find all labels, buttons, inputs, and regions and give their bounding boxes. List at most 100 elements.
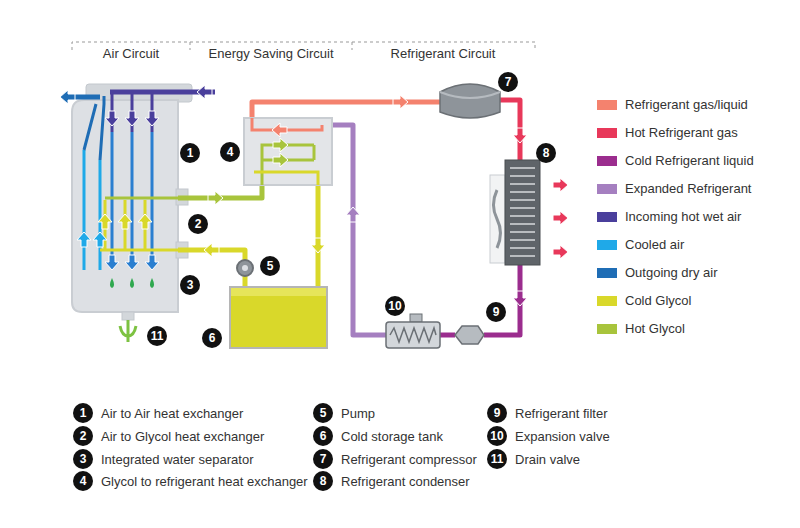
key-entry: 1 Air to Air heat exchanger <box>73 403 243 423</box>
legend-text: Incoming hot wet air <box>625 209 741 224</box>
flow-arrow <box>98 214 112 229</box>
callout-number: 8 <box>536 143 556 163</box>
callout-number: 10 <box>487 426 507 446</box>
legend-swatch <box>597 156 617 166</box>
key-entry: 2 Air to Glycol heat exchanger <box>73 426 264 446</box>
flow-arrow <box>393 95 408 109</box>
condenser-fin <box>510 175 535 177</box>
legend-entry: Incoming hot wet air <box>597 209 741 224</box>
part-name: Pump <box>341 406 375 421</box>
condenser-fin <box>510 199 535 201</box>
part-name: Refrigerant compressor <box>341 452 477 467</box>
pump <box>237 260 253 276</box>
air-lines <box>64 92 215 270</box>
flow-arrow <box>553 245 568 259</box>
water-drops <box>110 278 154 288</box>
callout-number: 4 <box>73 471 93 491</box>
key-entry: 8Refrigerant condenser <box>313 471 470 491</box>
flow-arrow <box>77 232 91 247</box>
legend-text: Cold Refrigerant liquid <box>625 153 754 168</box>
flow-arrow <box>93 232 107 247</box>
legend-text: Expanded Refrigerant <box>625 181 751 196</box>
callout-number: 6 <box>313 426 333 446</box>
legend-entry: Cooled air <box>597 237 684 252</box>
condenser-fin <box>510 183 535 185</box>
part-name: Integrated water separator <box>101 452 253 467</box>
callout-number: 6 <box>202 328 222 348</box>
condenser-fin <box>510 167 535 169</box>
flow-arrow <box>273 138 288 152</box>
legend-entry: Cold Glycol <box>597 293 691 308</box>
callout-number: 5 <box>313 403 333 423</box>
legend-entry: Hot Refrigerant gas <box>597 125 738 140</box>
callout-number: 11 <box>147 326 167 346</box>
expansion-valve <box>386 314 440 348</box>
circuit-label: Air Circuit <box>100 46 162 61</box>
legend-text: Hot Refrigerant gas <box>625 125 738 140</box>
legend-text: Refrigerant gas/liquid <box>625 97 748 112</box>
callout-number: 2 <box>188 214 208 234</box>
callout-number: 2 <box>188 214 208 234</box>
callout-number: 9 <box>486 302 506 322</box>
legend-text: Outgoing dry air <box>625 265 718 280</box>
legend-swatch <box>597 324 617 334</box>
flow-arrow <box>118 214 132 229</box>
cold-storage-tank <box>230 287 327 348</box>
part-name: Air to Glycol heat exchanger <box>101 429 264 444</box>
part-name: Glycol to refrigerant heat exchanger <box>101 474 308 489</box>
key-entry: 10Expansion valve <box>487 426 610 446</box>
key-entry: 11Drain valve <box>487 449 580 469</box>
legend-swatch <box>597 212 617 222</box>
condenser-fin <box>510 215 535 217</box>
key-entry: 9Refrigerant filter <box>487 403 607 423</box>
flow-arrow <box>553 211 568 225</box>
legend-text: Hot Glycol <box>625 321 685 336</box>
callout-number: 9 <box>486 302 506 322</box>
flow-arrow <box>145 111 159 126</box>
part-name: Air to Air heat exchanger <box>101 406 243 421</box>
part-name: Drain valve <box>515 452 580 467</box>
legend-entry: Refrigerant gas/liquid <box>597 97 748 112</box>
condenser-fin <box>510 255 535 257</box>
condenser-fin <box>510 223 535 225</box>
legend-swatch <box>597 268 617 278</box>
compressor <box>440 84 500 118</box>
glycol-refrigerant-exchanger <box>244 118 332 185</box>
drain-valve <box>120 320 136 342</box>
flow-arrow <box>105 111 119 126</box>
callout-number: 3 <box>180 275 200 295</box>
legend-swatch <box>597 184 617 194</box>
callout-number: 3 <box>73 449 93 469</box>
legend-swatch <box>597 128 617 138</box>
callout-number: 7 <box>498 72 518 92</box>
callout-number: 11 <box>147 326 167 346</box>
part-name: Cold storage tank <box>341 429 443 444</box>
callout-number: 2 <box>73 426 93 446</box>
callout-number: 5 <box>260 256 280 276</box>
flow-arrow <box>125 255 139 270</box>
legend-entry: Expanded Refrigerant <box>597 181 751 196</box>
flow-arrow <box>311 238 325 253</box>
callout-number: 7 <box>498 72 518 92</box>
flow-arrow <box>125 111 139 126</box>
callout-number: 8 <box>536 143 556 163</box>
key-entry: 4 Glycol to refrigerant heat exchanger <box>73 471 308 491</box>
flow-arrow <box>138 214 152 229</box>
part-name: Refrigerant condenser <box>341 474 470 489</box>
glycol-grid <box>100 198 178 250</box>
callout-number: 4 <box>220 142 240 162</box>
callout-number: 1 <box>73 403 93 423</box>
callout-number: 7 <box>313 449 333 469</box>
flow-arrow <box>60 90 75 104</box>
condenser-fin <box>510 207 535 209</box>
legend-swatch <box>597 240 617 250</box>
flow-arrow <box>105 255 119 270</box>
key-entry: 7 Refrigerant compressor <box>313 449 477 469</box>
callout-number: 1 <box>180 143 200 163</box>
key-entry: 3 Integrated water separator <box>73 449 253 469</box>
dryer-housing <box>72 84 192 320</box>
flow-arrow <box>204 243 219 257</box>
legend-text: Cold Glycol <box>625 293 691 308</box>
part-name: Refrigerant filter <box>515 406 607 421</box>
